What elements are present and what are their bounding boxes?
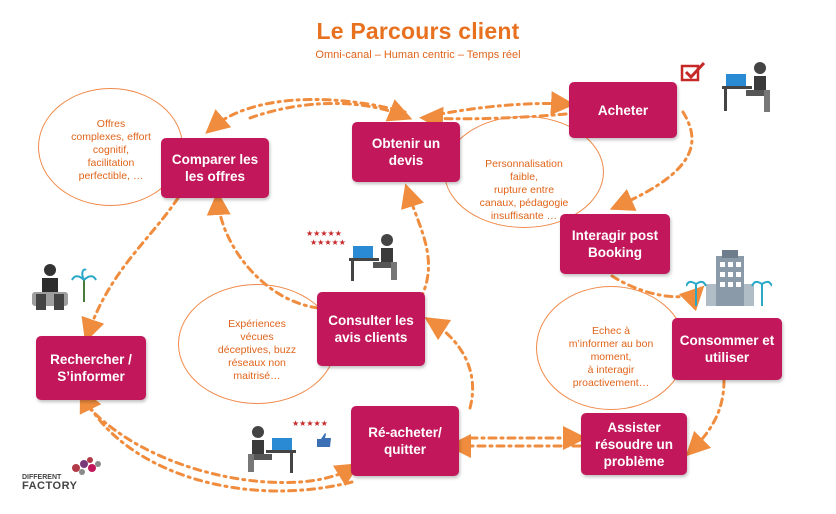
thumbs-up-icon bbox=[317, 433, 331, 447]
arrow-consulter-devis bbox=[401, 183, 430, 302]
logo-line2: FACTORY bbox=[22, 480, 78, 492]
arrow-acheter-devis bbox=[419, 106, 568, 131]
rechercher-step: Rechercher / S’informer bbox=[36, 336, 146, 400]
consulter-step: Consulter les avis clients bbox=[317, 292, 425, 366]
stars-rating-icon: ★★★★★ ★★★★★ bbox=[306, 229, 346, 246]
echec-note: Echec à m’informer au bon moment, à inte… bbox=[568, 325, 654, 389]
arrow-reacheter-rechercher bbox=[79, 387, 354, 493]
arrow-interagir-consommer bbox=[610, 274, 705, 312]
svg-text:★★★★★: ★★★★★ bbox=[292, 419, 328, 428]
comparer-step: Comparer les les offres bbox=[161, 138, 269, 198]
checkbox-icon bbox=[680, 61, 706, 82]
person-relaxing-icon bbox=[32, 264, 97, 310]
logo: DIFFERENT FACTORY bbox=[22, 474, 78, 492]
arrow-comparer-rechercher bbox=[81, 196, 180, 343]
interagir-step: Interagir post Booking bbox=[560, 214, 670, 274]
person-laptop-icon bbox=[248, 426, 296, 473]
page-title: Le Parcours client bbox=[316, 18, 520, 44]
person-laptop-icon bbox=[722, 62, 770, 112]
svg-text:★★★★★: ★★★★★ bbox=[310, 238, 346, 246]
arrow-rechercher-reacheter bbox=[80, 398, 360, 487]
logo-line1: DIFFERENT bbox=[22, 474, 62, 481]
offres-note: Offres complexes, effort cognitif, facil… bbox=[71, 118, 151, 182]
arrow-consommer-assister bbox=[685, 378, 726, 457]
logo-icon bbox=[72, 457, 101, 475]
hotel-building-icon bbox=[686, 250, 772, 306]
svg-text:★★★★★: ★★★★★ bbox=[306, 229, 342, 238]
arrow-acheter-interagir bbox=[609, 110, 694, 211]
assister-step: Assister résoudre un problème bbox=[581, 413, 687, 475]
page-subtitle: Omni-canal – Human centric – Temps réel bbox=[315, 49, 521, 61]
arrow-comparer-devis bbox=[248, 99, 413, 122]
reacheter-step: Ré-acheter/ quitter bbox=[351, 406, 459, 476]
acheter-step: Acheter bbox=[569, 82, 677, 138]
arrow-reacheter-consulter bbox=[424, 317, 475, 410]
experiences-note: Expériences vécues déceptives, buzz rése… bbox=[217, 318, 297, 382]
perso-note: Personnalisation faible, rupture entre c… bbox=[479, 158, 569, 222]
stars-rating-icon: ★★★★★ bbox=[292, 419, 328, 428]
consommer-step: Consommer et utiliser bbox=[672, 318, 782, 380]
devis-step: Obtenir un devis bbox=[352, 122, 460, 182]
person-laptop-icon bbox=[349, 234, 397, 281]
